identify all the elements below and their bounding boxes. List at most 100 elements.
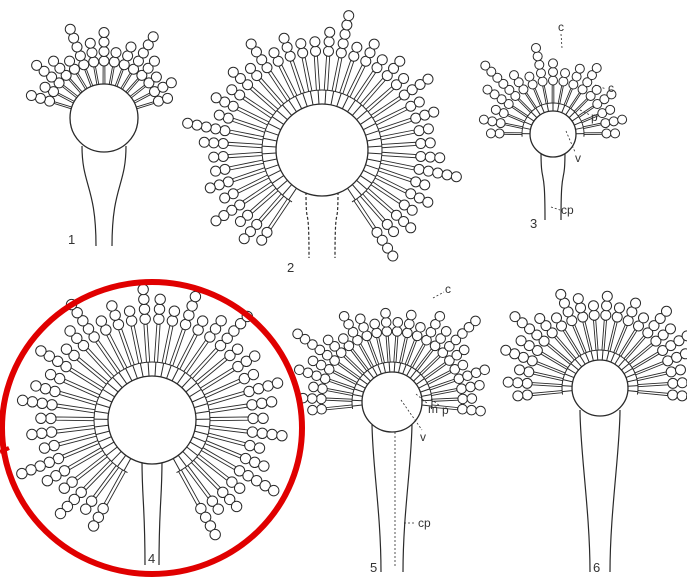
conidium [257, 428, 267, 438]
conidium [107, 301, 117, 311]
conidium [425, 138, 435, 148]
metula [585, 353, 589, 362]
metula [363, 170, 376, 176]
panel-2-conidiophore [183, 11, 462, 261]
metula [167, 365, 172, 378]
conidium [99, 47, 109, 57]
conidium [481, 61, 490, 70]
conidium [323, 335, 333, 345]
phialide [360, 194, 385, 222]
conidium [522, 378, 532, 388]
conidium [576, 303, 586, 313]
conidium [349, 51, 359, 61]
conidium [199, 137, 209, 147]
conidium [416, 151, 426, 161]
metula [155, 362, 156, 376]
conidium [435, 311, 445, 321]
conidium [154, 314, 164, 324]
metula [194, 404, 207, 408]
metula [186, 383, 197, 392]
metula [569, 112, 575, 118]
conidium [467, 405, 477, 415]
conidium [370, 319, 380, 329]
phialide [109, 67, 114, 85]
metula [187, 447, 198, 456]
conidium [318, 384, 328, 394]
conidium [425, 152, 435, 162]
conidium [37, 398, 47, 408]
metula [572, 117, 579, 121]
metula [331, 91, 334, 105]
metula [98, 437, 111, 442]
conidium [399, 73, 409, 83]
conidium [245, 63, 255, 73]
phialide [190, 348, 218, 378]
metula [562, 105, 565, 112]
metula [263, 138, 277, 141]
conidium [588, 301, 598, 311]
conidium [307, 394, 317, 404]
metula [195, 431, 209, 435]
phialide [366, 188, 394, 213]
phialide [54, 102, 72, 109]
metula [133, 365, 138, 378]
conidium [495, 129, 504, 138]
phialide [228, 152, 262, 157]
phialide [584, 133, 602, 135]
phialide [191, 460, 220, 489]
phialide [250, 188, 278, 213]
metula [272, 117, 284, 125]
conidium [31, 381, 41, 391]
conidium [339, 311, 349, 321]
conidium [277, 430, 287, 440]
panel-number-1: 1 [68, 232, 75, 247]
metula [262, 153, 276, 154]
conidium [39, 443, 49, 453]
conidium [209, 138, 219, 148]
conidium [32, 60, 42, 70]
metula [524, 122, 531, 125]
phialide [59, 391, 96, 405]
conidium [549, 59, 558, 68]
phialide [602, 320, 607, 350]
conidium [124, 306, 134, 316]
conidium [266, 397, 276, 407]
phialide [340, 60, 354, 93]
conidium [416, 323, 426, 333]
metula [591, 351, 593, 361]
conidium [220, 164, 230, 174]
phialide [94, 67, 99, 85]
conidium [501, 345, 511, 355]
conidium [192, 120, 202, 130]
phialide [429, 379, 454, 390]
conidium [247, 427, 257, 437]
metula [310, 91, 313, 105]
phialide [56, 417, 94, 421]
conidium [232, 344, 242, 354]
phialide [533, 372, 563, 381]
phialide [593, 320, 598, 350]
conidium [99, 28, 109, 38]
conidium [214, 110, 224, 120]
phialide [638, 383, 668, 387]
metula [611, 353, 615, 362]
phialide [259, 194, 284, 222]
conidium [218, 139, 228, 149]
conidium [183, 118, 193, 128]
metula [410, 370, 416, 378]
phialide [555, 336, 576, 360]
conidium [220, 193, 230, 203]
metula [94, 425, 108, 427]
phialide [382, 152, 416, 157]
conidium [342, 20, 352, 30]
phialide [177, 334, 197, 369]
metula [354, 389, 363, 392]
conidium [89, 57, 99, 67]
metula [268, 123, 281, 129]
metula [161, 363, 164, 377]
phialide [209, 425, 247, 433]
metula [541, 105, 544, 112]
metula [272, 176, 284, 184]
conidium [27, 397, 37, 407]
conidium [611, 129, 620, 138]
